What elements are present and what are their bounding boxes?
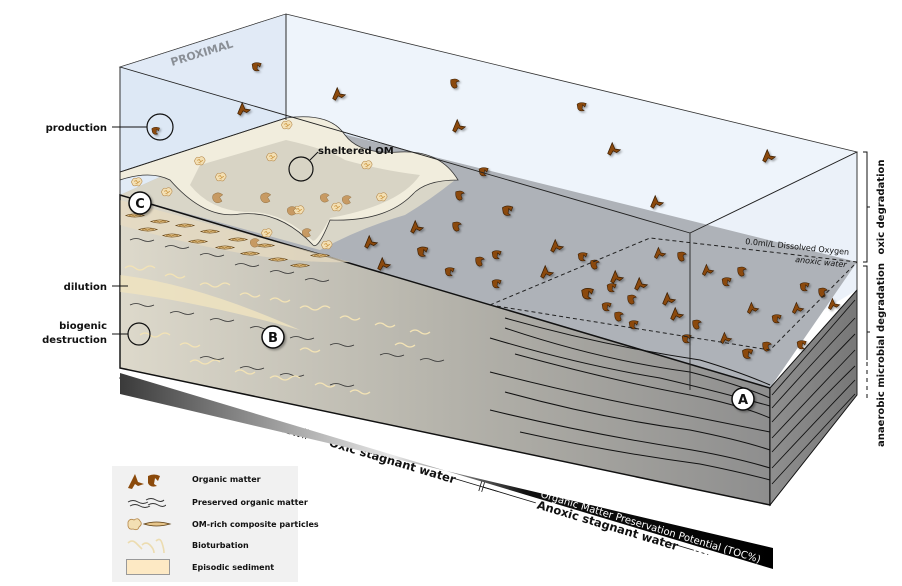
legend: Organic matter Preserved organic matter … [112,466,319,582]
production-label: production [46,123,107,134]
oxic-degradation-bracket [863,151,870,263]
composite-particle-icon [126,516,176,537]
sheltered-om-circle [288,156,314,182]
legend-label-composite-particles: OM-rich composite particles [192,520,319,529]
dilution-label: dilution [64,282,107,293]
marker-c: C [128,191,152,215]
svg-text:B: B [268,331,278,346]
biogenic-label-2: destruction [42,335,107,346]
upper-episodic-wedge [120,200,350,263]
svg-text:C: C [135,197,145,212]
bioturbation-marks [124,265,431,395]
preserved-om-marks [129,238,445,387]
legend-label-episodic-sediment: Episodic sediment [192,563,275,572]
toc-bar-label: Organic Matter Preservation Potential (T… [539,489,762,565]
box-outlines [119,14,858,395]
laminations-side [771,299,856,485]
organic-matter-icon [126,472,166,495]
sheltered-om-label: sheltered OM [318,146,394,157]
biogenic-label-1: biogenic [59,321,107,332]
legend-label-preserved-om: Preserved organic matter [192,498,308,507]
dilution-wedge [120,275,300,330]
preserved-om-icon [126,496,167,515]
marker-b: B [261,325,285,349]
marker-a: A [731,387,755,411]
anaerobic-degradation-bracket [863,265,870,360]
anaerobic-degradation-label: anaerobic microbial degradation [876,263,887,447]
svg-text:A: A [738,393,748,408]
bioturbation-icon [126,537,172,562]
toc-gradient-bar [120,373,773,569]
oxic-degradation-label: oxic degradation [876,159,887,254]
legend-label-bioturbation: Bioturbation [192,541,249,550]
legend-label-organic-matter: Organic matter [192,475,261,484]
sheltered-om-leader [309,151,319,161]
episodic-sediment-swatch [126,559,170,575]
anoxic-water-boundary [489,237,858,351]
